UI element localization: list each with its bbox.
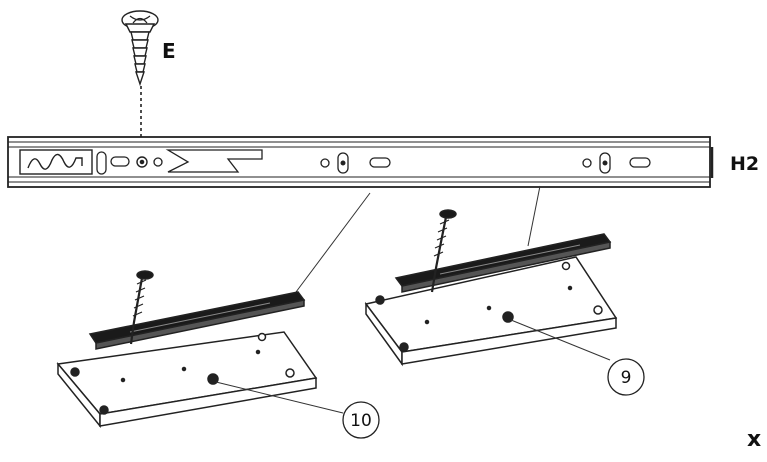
quantity-mark: x bbox=[747, 427, 761, 452]
leader-part-10 bbox=[215, 381, 344, 414]
part-9-callout: 9 bbox=[607, 358, 645, 396]
leader-part-9 bbox=[510, 319, 611, 361]
left-wood-screw-icon bbox=[129, 270, 154, 345]
leader-right bbox=[527, 185, 541, 247]
right-wood-screw-icon bbox=[430, 209, 457, 293]
rail-label: H2 bbox=[730, 153, 759, 175]
part-10-callout: 10 bbox=[342, 401, 380, 439]
part-9-number: 9 bbox=[621, 368, 632, 388]
screw-e-icon bbox=[121, 10, 159, 87]
right-bracket-assembly bbox=[364, 233, 618, 367]
leader-left bbox=[295, 192, 371, 293]
left-bracket-assembly bbox=[56, 291, 318, 429]
drawer-rail bbox=[7, 136, 714, 188]
part-10-number: 10 bbox=[350, 411, 372, 431]
screw-label: E bbox=[162, 39, 176, 63]
